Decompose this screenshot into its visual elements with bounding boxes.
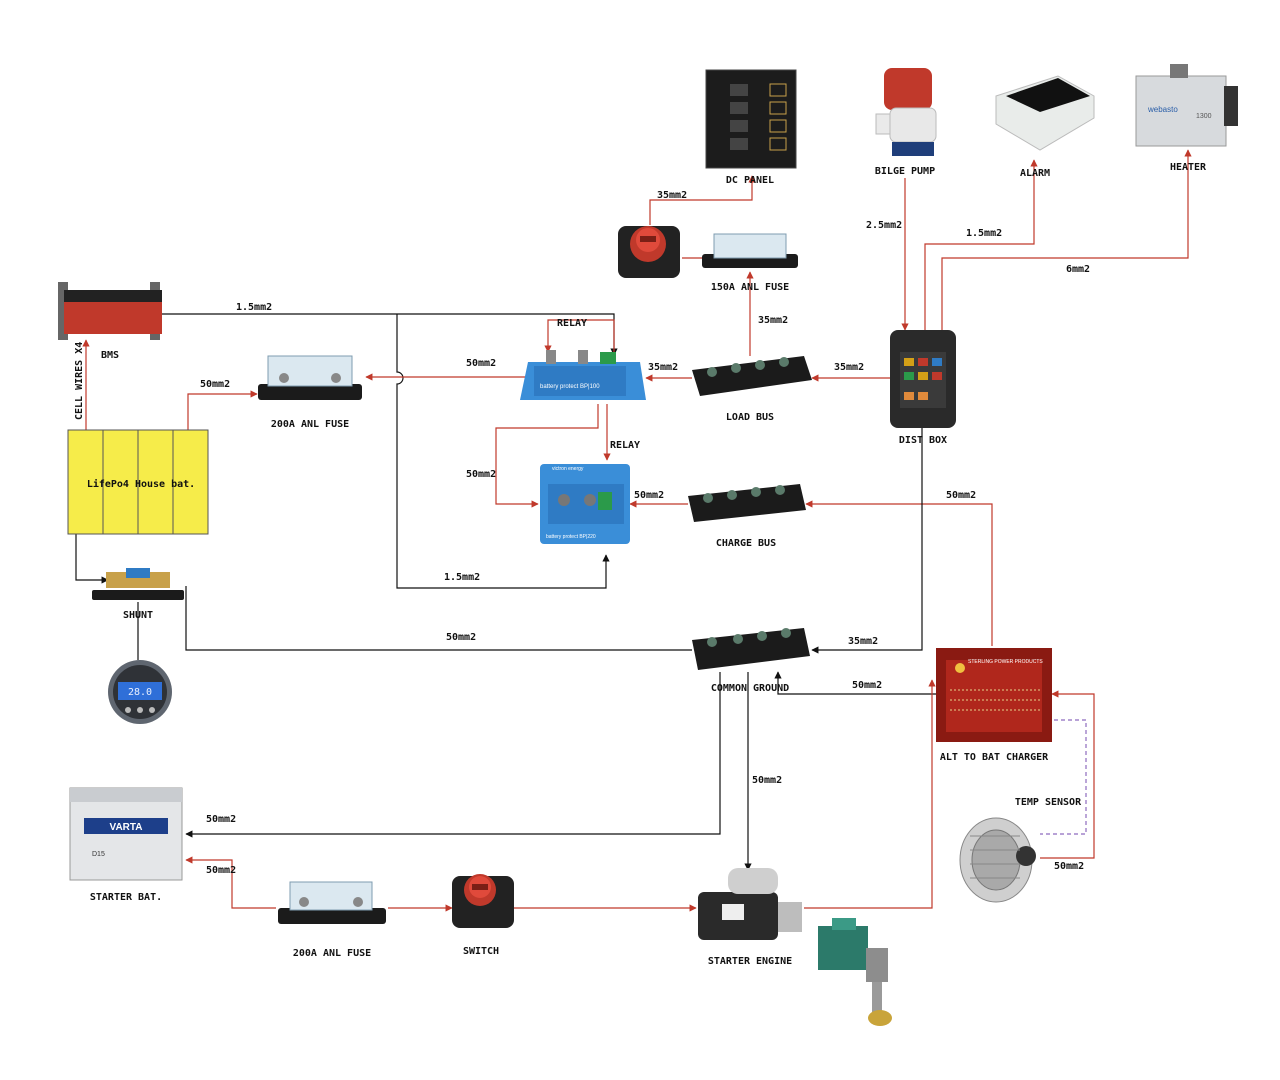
alt-to-bat-charger[interactable]: STERLING POWER PRODUCTS bbox=[936, 648, 1052, 742]
relay-top-label: RELAY bbox=[557, 318, 587, 329]
alarm-label: ALARM bbox=[1020, 168, 1050, 179]
wire-label-house-fuse: 50mm2 bbox=[200, 379, 230, 390]
heater-label: HEATER bbox=[1170, 162, 1207, 173]
bms-label: BMS bbox=[101, 350, 119, 361]
load-bus[interactable] bbox=[692, 356, 812, 396]
dc-panel-label: DC PANEL bbox=[726, 175, 774, 186]
fuse-200a-house-label: 200A ANL FUSE bbox=[271, 419, 349, 430]
battery-protect-220[interactable]: victron energy battery protect BP|220 bbox=[540, 464, 630, 544]
wire-label-bp100-loadbus: 35mm2 bbox=[648, 362, 678, 373]
alarm[interactable] bbox=[995, 75, 1095, 151]
fuse-200a-starter[interactable] bbox=[278, 881, 386, 924]
battery-switch[interactable] bbox=[452, 874, 514, 928]
switch-label: SWITCH bbox=[463, 946, 499, 957]
common-ground-label: COMMON GROUND bbox=[711, 683, 789, 694]
starter-engine-label: STARTER ENGINE bbox=[708, 956, 792, 967]
heater-brand: webasto bbox=[1147, 105, 1178, 114]
bp100-text: battery protect BP|100 bbox=[540, 384, 600, 390]
wire-label-shunt-ground: 50mm2 bbox=[446, 632, 476, 643]
fuse-150a-label: 150A ANL FUSE bbox=[711, 282, 789, 293]
charge-bus[interactable] bbox=[688, 484, 806, 522]
alt-charger-label: ALT TO BAT CHARGER bbox=[940, 752, 1049, 763]
wire-charger-to-ground bbox=[774, 671, 936, 695]
wire-label-distbox-ground: 35mm2 bbox=[848, 636, 878, 647]
house-battery-label: LifePo4 House bat. bbox=[87, 478, 195, 490]
wire-label-alternator-charger: 50mm2 bbox=[1054, 861, 1084, 872]
battery-brand: VARTA bbox=[110, 822, 143, 833]
sterling-text: STERLING POWER PRODUCTS bbox=[968, 659, 1043, 665]
relay-mid-label: RELAY bbox=[610, 440, 640, 451]
wire-temp-sensor bbox=[1040, 719, 1087, 835]
starter-motor[interactable] bbox=[698, 868, 802, 940]
shunt-label: SHUNT bbox=[123, 610, 153, 621]
wire-switch-to-dcpanel bbox=[649, 175, 756, 225]
wire-label-ground-engine: 50mm2 bbox=[752, 775, 782, 786]
fuse-200a-house[interactable] bbox=[258, 355, 362, 400]
wire-relay-loop bbox=[544, 319, 615, 356]
bp220-text: battery protect BP|220 bbox=[546, 534, 596, 540]
wire-starterbat-to-fuse bbox=[185, 856, 276, 909]
heater[interactable]: webasto 1300 bbox=[1135, 64, 1238, 147]
wire-label-bilge: 2.5mm2 bbox=[866, 220, 902, 231]
wire-charger-to-chargebus bbox=[805, 500, 993, 646]
battery-switch-top[interactable] bbox=[618, 226, 680, 278]
wire-ground-to-starterbat bbox=[185, 672, 721, 838]
wire-bms-to-relay bbox=[160, 313, 618, 356]
bilge-pump-label: BILGE PUMP bbox=[875, 166, 935, 177]
dc-panel[interactable] bbox=[705, 69, 797, 169]
wire-alarm bbox=[924, 159, 1038, 330]
heater-model: 1300 bbox=[1196, 113, 1212, 120]
wire-label-bms-relay: 1.5mm2 bbox=[236, 302, 272, 313]
bilge-pump[interactable] bbox=[875, 68, 937, 156]
wire-label-starter-ground: 50mm2 bbox=[206, 814, 236, 825]
wire-label-charger-ground: 50mm2 bbox=[852, 680, 882, 691]
monitor-display: 28.0 bbox=[128, 687, 152, 698]
bp220-brand: victron energy bbox=[552, 466, 584, 472]
wire-label-bp100-bp220: 50mm2 bbox=[466, 469, 496, 480]
wire-label-fuse-bp100: 50mm2 bbox=[466, 358, 496, 369]
wire-label-bp220-chargebus: 50mm2 bbox=[634, 490, 664, 501]
fuse-150a[interactable] bbox=[702, 233, 798, 268]
bms[interactable] bbox=[58, 282, 162, 340]
wire-heater bbox=[941, 149, 1192, 330]
wire-label-fuse150-loadbus: 35mm2 bbox=[758, 315, 788, 326]
wire-alternator-to-charger bbox=[1040, 690, 1095, 859]
wire-distbox-to-ground bbox=[811, 428, 923, 654]
marine-engine[interactable] bbox=[818, 918, 892, 1026]
starter-battery[interactable]: VARTA D15 bbox=[69, 787, 183, 881]
wire-label-switch-dcpanel: 35mm2 bbox=[657, 190, 687, 201]
battery-monitor[interactable]: 28.0 bbox=[108, 660, 172, 724]
wire-bp100-to-bp220 bbox=[495, 404, 599, 508]
wire-starter-to-charger bbox=[804, 679, 936, 909]
battery-protect-100[interactable]: battery protect BP|100 bbox=[520, 350, 646, 400]
house-battery[interactable] bbox=[67, 429, 209, 535]
shunt[interactable] bbox=[92, 568, 184, 600]
charge-bus-label: CHARGE BUS bbox=[716, 538, 776, 549]
fuse-200a-starter-label: 200A ANL FUSE bbox=[293, 948, 371, 959]
wire-label-alarm: 1.5mm2 bbox=[966, 228, 1002, 239]
wire-house-to-shunt bbox=[75, 534, 109, 584]
wire-bms-to-bp220 bbox=[396, 314, 610, 589]
wire-label-loadbus-distbox: 35mm2 bbox=[834, 362, 864, 373]
wire-label-heater: 6mm2 bbox=[1066, 264, 1090, 275]
common-ground[interactable] bbox=[692, 628, 810, 670]
wire-label-bms-bp220: 1.5mm2 bbox=[444, 572, 480, 583]
wire-label-charger-chargebus: 50mm2 bbox=[946, 490, 976, 501]
alternator[interactable] bbox=[959, 817, 1036, 903]
dist-box-label: DIST BOX bbox=[899, 435, 947, 446]
wire-house-to-fuse bbox=[187, 390, 258, 432]
starter-battery-label: STARTER BAT. bbox=[90, 892, 162, 903]
load-bus-label: LOAD BUS bbox=[726, 412, 774, 423]
battery-model: D15 bbox=[92, 851, 105, 858]
cell-wires-label: CELL WIRES X4 bbox=[74, 342, 85, 420]
wire-label-starter-fuse: 50mm2 bbox=[206, 865, 236, 876]
wires bbox=[75, 149, 1192, 912]
temp-sensor-label: TEMP SENSOR bbox=[1015, 797, 1082, 808]
wire-labels: 1.5mm2 50mm2 50mm2 35mm2 35mm2 35mm2 35m… bbox=[200, 190, 1090, 876]
dist-box[interactable] bbox=[890, 330, 956, 428]
wire-shunt-to-ground bbox=[185, 586, 692, 651]
